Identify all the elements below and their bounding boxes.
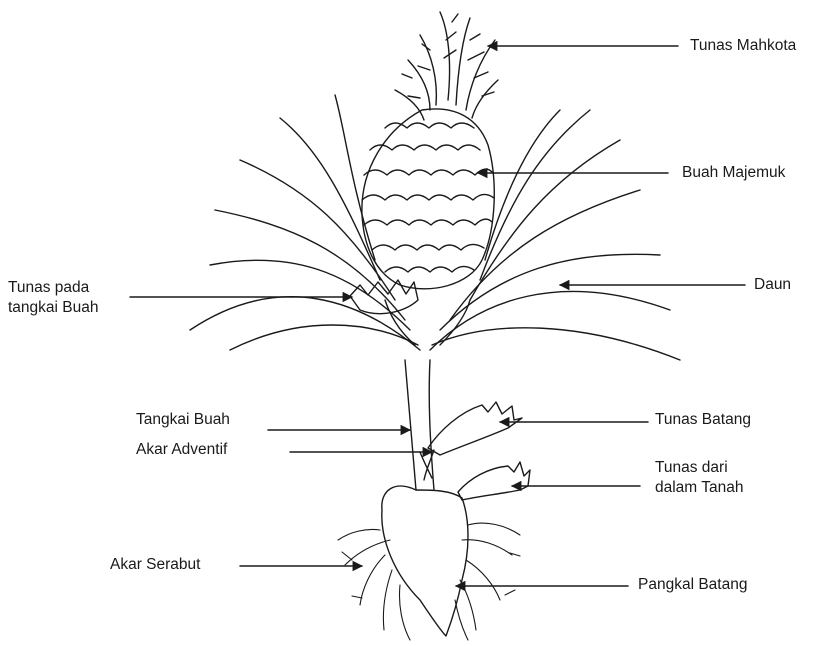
label-tangkai-buah: Tangkai Buah <box>136 410 230 430</box>
label-tunas-mahkota: Tunas Mahkota <box>690 36 796 56</box>
stem-shoot <box>428 402 522 455</box>
label-tunas-batang: Tunas Batang <box>655 410 751 430</box>
label-pangkal-batang: Pangkal Batang <box>638 575 747 595</box>
label-tunas-dari-dalam-tanah: Tunas dari dalam Tanah <box>655 458 743 498</box>
label-daun: Daun <box>754 275 791 295</box>
fruit-stalk-shoot <box>350 280 418 314</box>
label-akar-adventif: Akar Adventif <box>136 440 227 460</box>
label-tunas-pada-line2: tangkai Buah <box>8 298 99 318</box>
label-arrows <box>130 46 745 586</box>
label-tunas-pada-tangkai-buah: Tunas pada tangkai Buah <box>8 278 99 318</box>
label-tunas-dari-line1: Tunas dari <box>655 458 743 478</box>
label-tunas-dari-line2: dalam Tanah <box>655 478 743 498</box>
label-tunas-pada-line1: Tunas pada <box>8 278 99 298</box>
crown-leaves <box>395 12 498 120</box>
stem-base <box>382 486 468 636</box>
fibrous-roots <box>338 523 520 640</box>
fruit-body <box>362 109 494 289</box>
label-buah-majemuk: Buah Majemuk <box>682 163 785 183</box>
stem <box>405 360 434 490</box>
label-akar-serabut: Akar Serabut <box>110 555 200 575</box>
ground-shoot <box>458 462 530 500</box>
leaves <box>190 95 680 360</box>
